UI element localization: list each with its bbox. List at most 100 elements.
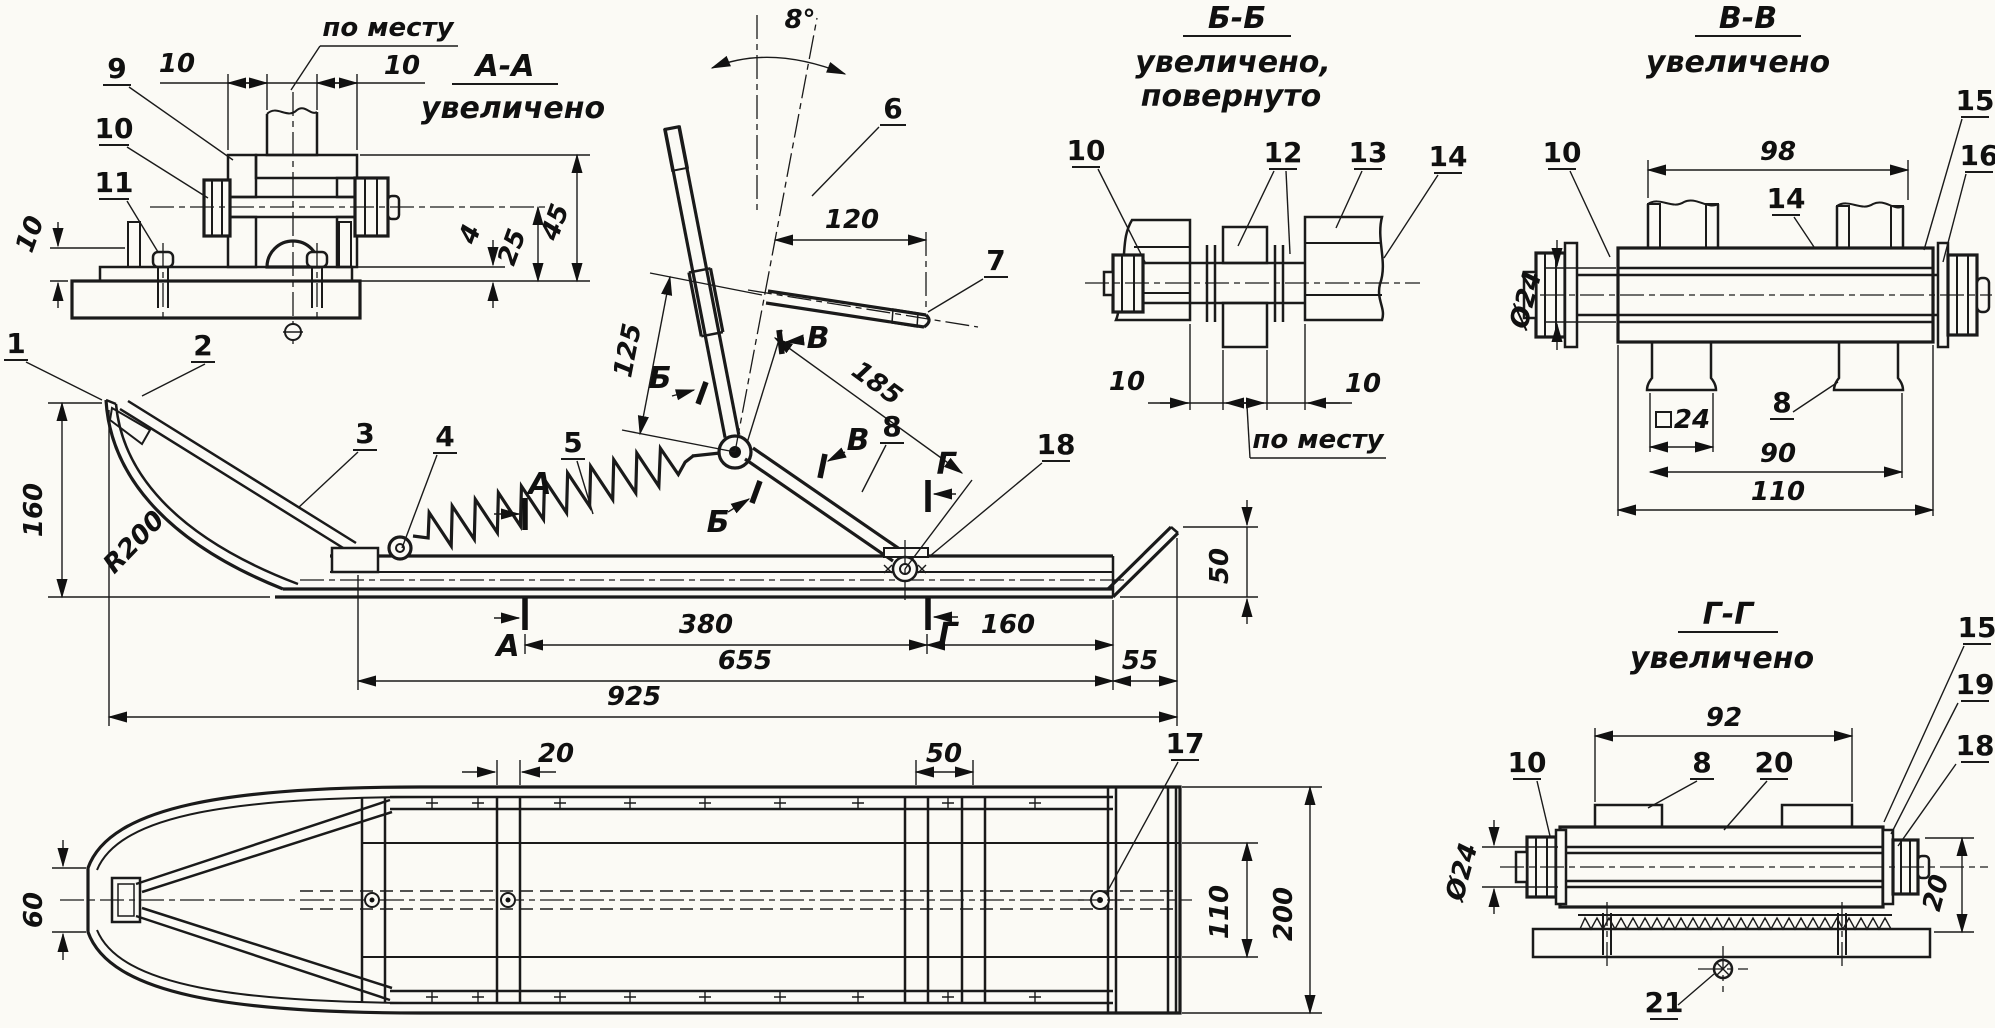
section-mark-v-lower: В [817,423,870,479]
plan-view: 20 50 60 110 200 17 [19,727,1322,1015]
part-label-8-gg: 8 [1647,746,1714,809]
dim-55: 55 [1122,646,1158,676]
section-bb-subtitle: увеличено, [1135,45,1331,80]
part-label-10-aa: 10 [95,112,209,199]
svg-text:21: 21 [1645,986,1684,1019]
part-label-7: 7 [927,244,1008,313]
dim-10-bb-right: 10 [1345,369,1381,399]
dim-120: 120 [825,205,879,235]
section-mark-a-lower: А [494,598,528,664]
dim-20-plan: 20 [538,739,574,769]
dim-92: 92 [1706,703,1742,733]
dim-50-plan: 50 [926,739,962,769]
section-vv-subtitle: увеличено [1646,45,1830,80]
rail-fastener-marks [426,797,1041,1003]
svg-text:Г: Г [936,447,957,482]
section-aa-title: А-А [474,49,535,84]
svg-text:14: 14 [1429,140,1468,173]
steering-column [663,124,741,438]
svg-text:5: 5 [563,426,582,459]
part-label-19: 19 [1890,668,1995,835]
part-label-6: 6 [811,92,906,197]
part-label-18-gg: 18 [1897,729,1995,847]
part-label-15-vv: 15 [1923,84,1995,251]
svg-text:10: 10 [1067,134,1106,167]
part-label-10-vv: 10 [1543,136,1611,258]
dim-60: 60 [19,892,49,928]
svg-text:10: 10 [1508,746,1547,779]
dim-160-rear: 160 [981,610,1035,640]
part-label-4: 4 [401,420,457,549]
side-view: 8° 120 125 185 А А Б Б В В [4,5,1258,726]
svg-text:10: 10 [95,112,134,145]
dim-50-tail: 50 [1205,548,1235,584]
svg-text:В: В [847,423,870,458]
section-bb-view: Б-Б увеличено, повернуто 10 10 по месту … [1067,1,1468,459]
dim-25-aa: 25 [492,225,533,269]
svg-text:А: А [526,467,551,502]
part-label-17: 17 [1105,727,1205,895]
part-label-20: 20 [1723,746,1794,831]
section-bb-subtitle2: повернуто [1141,79,1321,114]
svg-text:18: 18 [1037,428,1076,461]
part-label-14-vv: 14 [1767,182,1815,248]
svg-text:12: 12 [1264,136,1303,169]
svg-text:2: 2 [193,329,212,362]
section-mark-v-upper: В [776,321,829,356]
svg-text:10: 10 [1543,136,1582,169]
svg-text:19: 19 [1956,668,1995,701]
part-label-8-vv: 8 [1770,381,1839,420]
dim-10-aa-right: 10 [384,51,420,81]
dim-4-aa: 4 [453,221,488,249]
section-gg-view: Г-Г увеличено 92 Ø24 [1440,597,1995,1020]
part-label-21: 21 [1645,973,1715,1020]
handlebar [747,289,979,329]
dim-200: 200 [1269,887,1299,941]
part-label-12: 12 [1237,136,1303,255]
svg-text:14: 14 [1767,182,1806,215]
part-label-1: 1 [4,327,103,401]
svg-text:8: 8 [1692,746,1711,779]
section-vv-view: В-В увеличено 98 Ø24 24 [1504,1,1995,516]
svg-text:1: 1 [6,327,25,360]
part-label-11: 11 [95,166,159,253]
svg-text:20: 20 [1755,746,1794,779]
dim-110-vv: 110 [1751,477,1805,507]
part-label-9: 9 [103,52,234,161]
dim-angle8: 8° [784,5,815,35]
dim-10-aa-vert: 10 [10,212,51,256]
part-label-3: 3 [297,417,377,509]
part-label-15-gg: 15 [1883,611,1995,823]
dim-10-bb-left: 10 [1109,367,1145,397]
dim-sq24: 24 [1674,405,1710,435]
part-label-14-bb: 14 [1383,140,1468,259]
svg-text:Г: Г [938,617,959,652]
svg-text:4: 4 [435,420,454,453]
svg-text:7: 7 [986,244,1005,277]
svg-text:6: 6 [883,92,902,125]
svg-text:8: 8 [882,410,901,443]
dim-10-aa-left: 10 [159,49,195,79]
note-in-place-bb: по месту [1252,425,1384,455]
dim-90: 90 [1760,439,1796,469]
section-aa-subtitle: увеличено [421,91,605,126]
svg-text:Б: Б [649,361,672,396]
dim-185: 185 [846,355,908,411]
part-label-13: 13 [1335,136,1388,229]
shock-absorber-spring [412,443,695,551]
svg-text:17: 17 [1166,727,1205,760]
section-mark-g-upper: Г [925,447,957,512]
dim-380: 380 [679,610,733,640]
svg-text:18: 18 [1956,729,1995,762]
svg-text:15: 15 [1956,84,1995,117]
svg-text:13: 13 [1349,136,1388,169]
section-mark-b-lower: Б [707,480,763,540]
dim-160-front: 160 [19,483,49,537]
part-label-18-side: 18 [929,428,1076,557]
svg-text:15: 15 [1958,611,1995,644]
section-gg-title: Г-Г [1703,597,1756,632]
dim-98: 98 [1760,137,1796,167]
section-aa-view: А-А увеличено по месту 10 10 [10,13,605,344]
part-label-2: 2 [141,329,215,397]
